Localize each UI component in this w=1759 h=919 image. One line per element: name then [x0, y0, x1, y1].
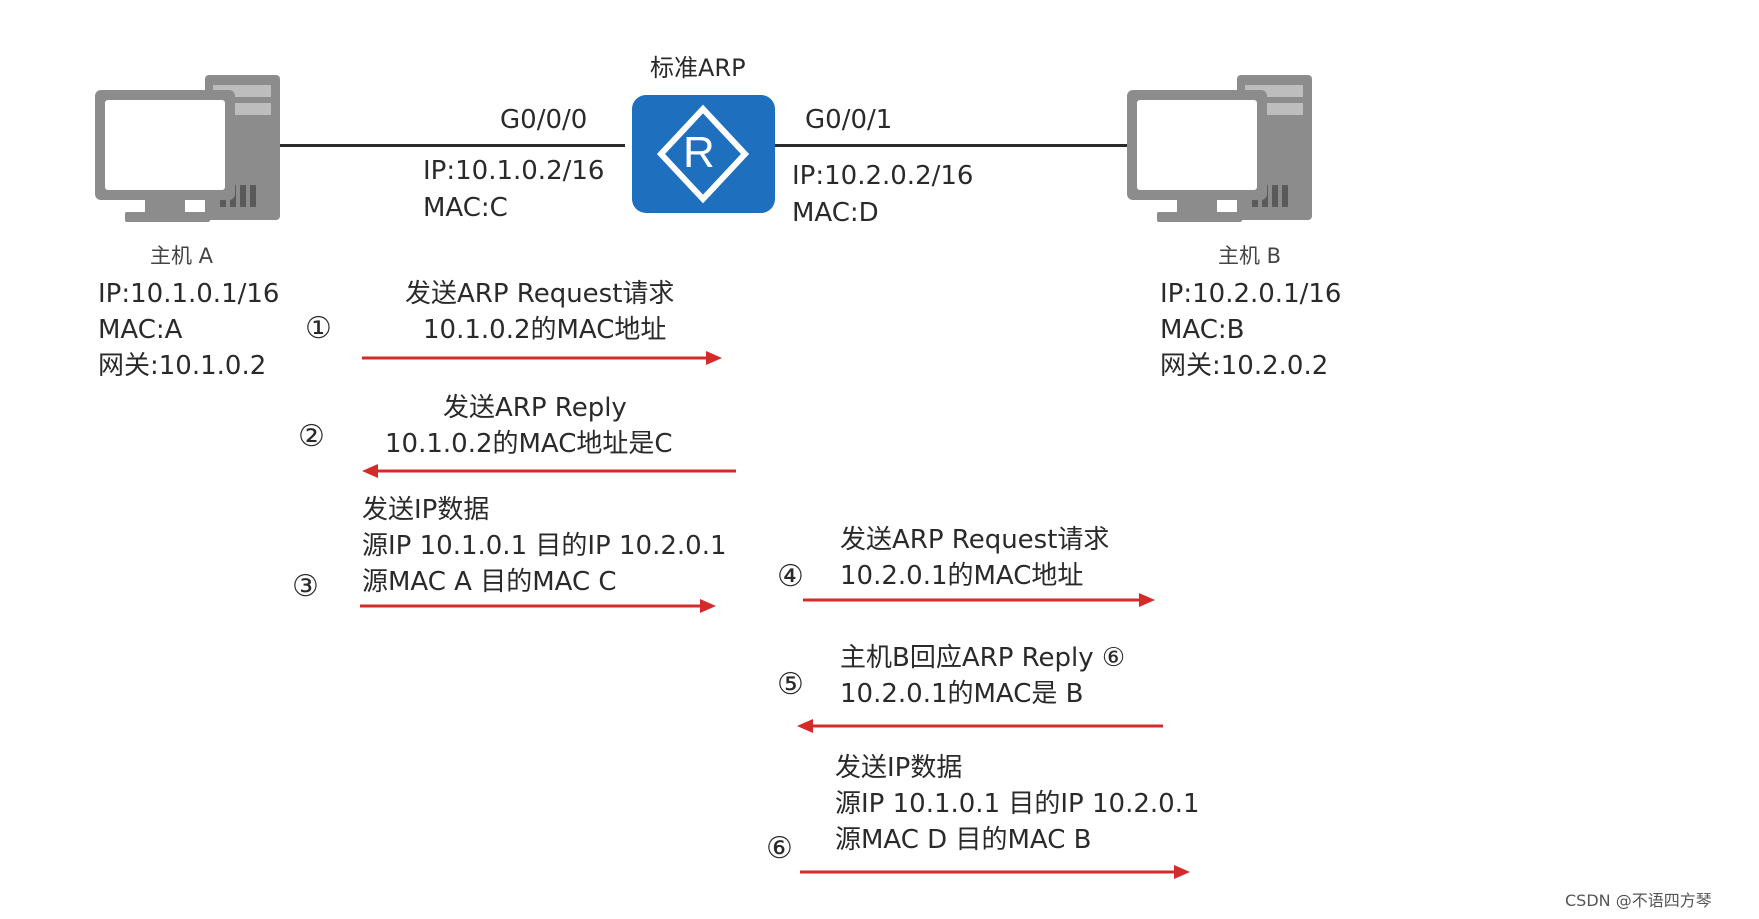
step-3-arrow — [360, 599, 716, 613]
step-6-line3: 源MAC D 目的MAC B — [835, 825, 1092, 855]
router-left-ip: IP:10.1.0.2/16 — [423, 156, 605, 186]
watermark: CSDN @不语四方琴 — [1565, 891, 1712, 910]
host-a-computer-icon — [95, 75, 280, 222]
host-a-ip: IP:10.1.0.1/16 — [98, 279, 280, 309]
router-right-ip: IP:10.2.0.2/16 — [792, 161, 974, 191]
step-2-arrow — [362, 464, 736, 478]
step-5-arrow — [797, 719, 1163, 733]
port-left-label: G0/0/0 — [500, 105, 588, 135]
host-a-gateway: 网关:10.1.0.2 — [98, 351, 267, 381]
step-5-line1: 主机B回应ARP Reply ⑥ — [840, 643, 1126, 673]
router-right-mac: MAC:D — [792, 198, 879, 228]
step-4-number: ④ — [777, 559, 804, 594]
step-3-number: ③ — [292, 569, 319, 604]
step-2-line1: 发送ARP Reply — [443, 393, 627, 423]
host-b-gateway: 网关:10.2.0.2 — [1160, 351, 1329, 381]
step-5-number: ⑤ — [777, 667, 804, 702]
host-b-computer-icon — [1127, 75, 1312, 222]
step-4-line2: 10.2.0.1的MAC地址 — [840, 561, 1084, 591]
link-a-router — [250, 144, 625, 147]
step-1-line2: 10.1.0.2的MAC地址 — [423, 315, 667, 345]
step-6-number: ⑥ — [766, 831, 793, 866]
router-letter: R — [683, 128, 715, 177]
host-b-ip: IP:10.2.0.1/16 — [1160, 279, 1342, 309]
host-a-mac: MAC:A — [98, 315, 183, 345]
step-6-line2: 源IP 10.1.0.1 目的IP 10.2.0.1 — [835, 789, 1200, 819]
step-2-line2: 10.1.0.2的MAC地址是C — [385, 429, 673, 459]
step-3-line1: 发送IP数据 — [362, 495, 490, 525]
step-6-arrow — [800, 865, 1190, 879]
port-right-label: G0/0/1 — [805, 105, 893, 135]
host-b-mac: MAC:B — [1160, 315, 1245, 345]
host-a-name: 主机 A — [150, 244, 214, 268]
step-3-line2: 源IP 10.1.0.1 目的IP 10.2.0.1 — [362, 531, 727, 561]
step-2-number: ② — [298, 419, 325, 454]
step-1-arrow — [362, 351, 722, 365]
link-router-b — [775, 144, 1135, 147]
host-b-name: 主机 B — [1218, 244, 1282, 268]
step-1-line1: 发送ARP Request请求 — [405, 279, 675, 309]
step-6-line1: 发送IP数据 — [835, 753, 963, 783]
step-4-line1: 发送ARP Request请求 — [840, 525, 1110, 555]
diagram-title: 标准ARP — [650, 54, 746, 82]
step-1-number: ① — [305, 311, 332, 346]
step-5-line2: 10.2.0.1的MAC是 B — [840, 679, 1084, 709]
step-3-line3: 源MAC A 目的MAC C — [362, 567, 617, 597]
step-4-arrow — [803, 593, 1155, 607]
router-left-mac: MAC:C — [423, 193, 508, 223]
